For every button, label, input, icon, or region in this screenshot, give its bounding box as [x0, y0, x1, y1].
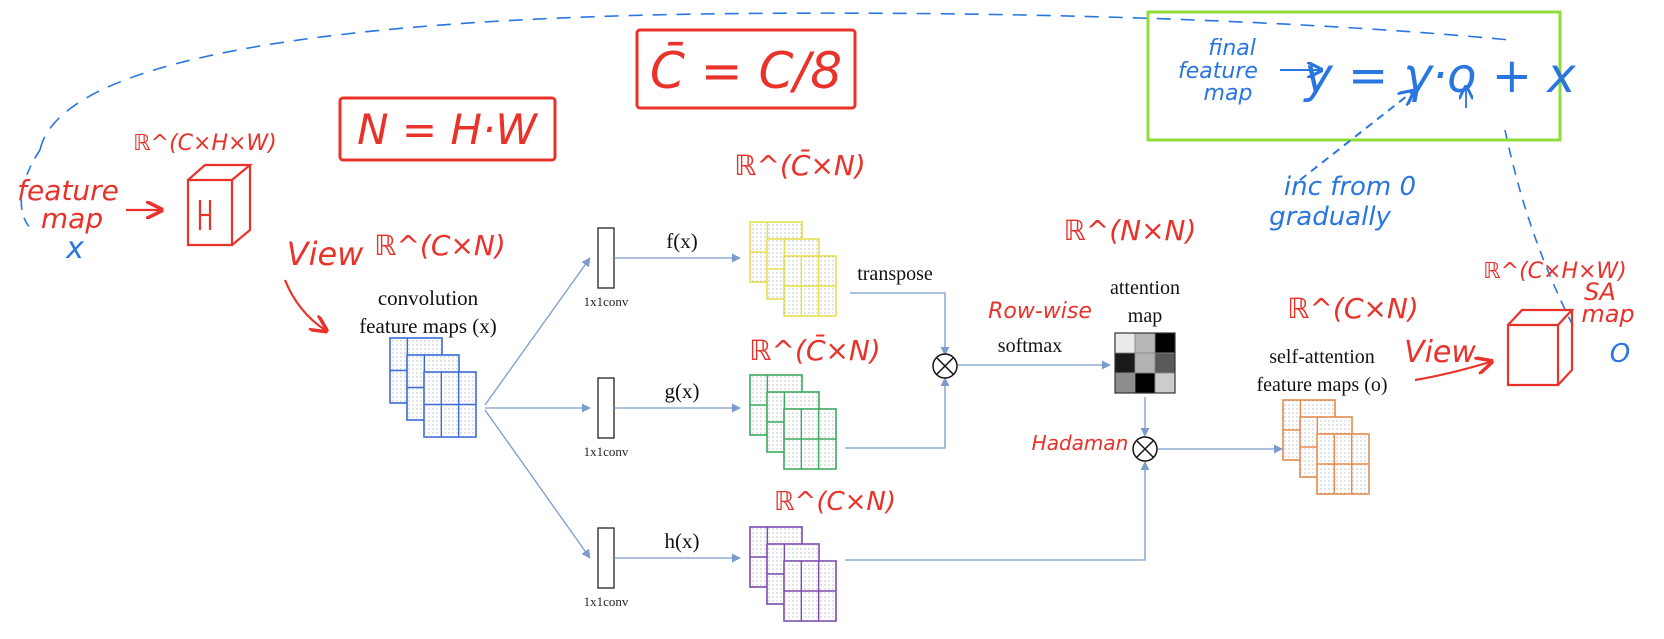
feature-map-label-2: map [41, 202, 103, 235]
view-left-label: View [287, 235, 364, 273]
arrow-to-f [484, 257, 591, 406]
matmul-symbol [932, 353, 958, 379]
hadamard-label: Hadaman [1032, 431, 1129, 455]
hadamard-symbol [1132, 436, 1158, 462]
attention-label-1: attention [1110, 277, 1180, 299]
output-label-2: feature maps (o) [1256, 374, 1387, 396]
arrow-to-h [484, 409, 591, 559]
formula: y = γ·o + x [1302, 48, 1576, 104]
f-feature-maps [749, 221, 837, 317]
attention-cell [1114, 352, 1136, 374]
gradually-label: gradually [1269, 202, 1391, 232]
h-label: h(x) [665, 529, 700, 553]
r-cxn-h: ℝ^(C×N) [774, 487, 896, 517]
r-cxn-input: ℝ^(C×N) [374, 229, 505, 262]
attention-cell [1134, 372, 1156, 394]
r-cbar-n-top: ℝ^(C̄×N) [734, 148, 865, 182]
g-conv-label: 1x1conv [584, 444, 629, 459]
c-bar-equation-box [635, 28, 857, 110]
h-feature-maps [749, 526, 837, 622]
o-variable: O [1610, 339, 1630, 369]
attention-label-2: map [1128, 305, 1162, 327]
g-conv-block: 1x1conv [584, 377, 629, 459]
formula-box [1146, 10, 1562, 142]
r-cxn-output: ℝ^(C×N) [1287, 292, 1418, 325]
attention-cell [1154, 372, 1176, 394]
h-to-hadamard [845, 461, 1150, 561]
input-label-2: feature maps (x) [359, 314, 497, 338]
h-conv-block: 1x1conv [584, 527, 629, 609]
h-conv-label: 1x1conv [584, 594, 629, 609]
view-right-label: View [1404, 335, 1476, 370]
g-label: g(x) [665, 379, 700, 403]
final-label-2: feature [1178, 59, 1258, 84]
connections [484, 253, 1283, 563]
inc-from-label: inc from 0 [1284, 172, 1416, 202]
r-nxn: ℝ^(N×N) [1064, 214, 1197, 247]
dashed-left-arc [20, 149, 41, 229]
attention-cell [1134, 332, 1156, 354]
input-label-1: convolution [378, 286, 479, 310]
g-feature-maps [749, 374, 837, 470]
softmax-label: softmax [998, 335, 1062, 357]
row-wise-label: Row-wise [988, 299, 1092, 324]
f-conv-label: 1x1conv [584, 294, 629, 309]
gamma-dashed-arrow [1299, 92, 1412, 181]
r-cbar-n-mid: ℝ^(C̄×N) [749, 333, 880, 367]
output-feature-maps [1282, 399, 1370, 495]
f-conv-block: 1x1conv [584, 227, 629, 309]
view-right-arrow [1414, 362, 1490, 382]
r-chw-right: ℝ^(C×H×W) [1483, 259, 1627, 284]
feature-map-label-1: feature [17, 174, 119, 207]
dashed-right-drop [1504, 129, 1576, 331]
view-left-arrow [283, 279, 325, 330]
g-to-mult [845, 377, 950, 449]
transpose-label: transpose [857, 263, 933, 285]
attention-map-grid [1114, 332, 1176, 394]
n-equation-box [338, 96, 557, 162]
output-label-1: self-attention [1269, 346, 1375, 368]
final-label-1: final [1208, 36, 1256, 61]
f-to-mult [850, 292, 950, 356]
attention-cell [1134, 352, 1156, 374]
dashed-top-arc [39, 12, 1511, 151]
attention-cell [1114, 372, 1136, 394]
n-equation: N = H·W [357, 105, 538, 154]
sa-map-cube-sketch [1506, 308, 1575, 387]
c-bar-equation: C̄ = C/8 [650, 41, 842, 100]
x-variable: x [65, 231, 84, 266]
input-feature-maps [389, 337, 477, 438]
sa-map-label-2: map [1581, 300, 1634, 328]
sa-map-label-1: SA [1584, 278, 1616, 306]
attention-cell [1114, 332, 1136, 354]
input-cube-sketch [186, 163, 254, 247]
f-label: f(x) [666, 229, 697, 253]
attention-cell [1154, 352, 1176, 374]
attention-cell [1154, 332, 1176, 354]
final-label-3: map [1204, 81, 1253, 106]
cube-dims-label: ℝ^(C×H×W) [133, 131, 277, 156]
